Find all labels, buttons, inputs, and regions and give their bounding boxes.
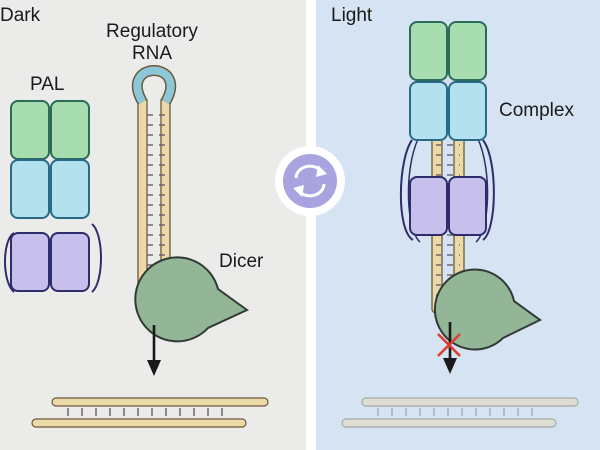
dark-panel-title: Dark	[0, 5, 41, 26]
faded-rna-duplex	[341, 397, 579, 428]
regulatory-rna-label-line1: Regulatory	[106, 21, 198, 42]
dicer-label: Dicer	[219, 251, 264, 272]
dicer-enzyme-light	[433, 268, 542, 351]
down-arrow-icon	[147, 325, 161, 376]
dicer-enzyme	[134, 256, 249, 343]
small-rna-duplex	[31, 397, 269, 428]
cycle-arrows-icon	[275, 146, 345, 216]
regulatory-rna-label-line2: RNA	[131, 43, 173, 64]
light-panel-title: Light	[331, 5, 373, 26]
complex-label: Complex	[499, 100, 574, 121]
red-x-icon	[437, 333, 461, 357]
pal-rna-complex	[399, 21, 495, 243]
blocked-arrow-icon	[443, 322, 457, 374]
pal-protein	[4, 100, 102, 293]
pal-label: PAL	[30, 74, 65, 95]
